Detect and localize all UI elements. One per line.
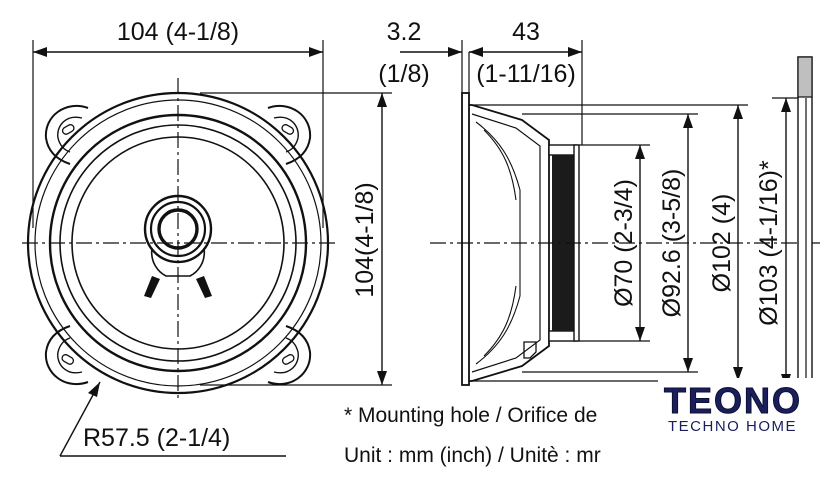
magnet-body <box>552 155 574 331</box>
depth-dimension: 43 (1-11/16) <box>469 18 583 145</box>
depth-dim-inch-label: (1-11/16) <box>476 60 576 88</box>
cone-dia-label: Ø102 (4) <box>708 194 736 293</box>
front-view <box>22 78 336 402</box>
mounting-flange <box>461 92 470 386</box>
unit-note: Unit : mm (inch) / Unitè : mr <box>344 444 601 467</box>
ear-slots <box>61 124 295 365</box>
frame-diameter-dimension: Ø92.6 (3-5/8) <box>522 113 698 373</box>
mounting-ear-top-left <box>44 105 89 165</box>
mounting-panel <box>797 56 813 390</box>
front-width-dimension: 104 (4-1/8) <box>32 18 324 228</box>
tweeter-foot-left <box>144 276 160 298</box>
magnet-diameter-dimension: Ø70 (2-3/4) <box>579 144 650 342</box>
basket-outline <box>469 104 550 382</box>
logo-tagline: TECHNO HOME <box>668 418 797 435</box>
front-height-dimension: 104(4-1/8) <box>200 92 392 386</box>
magnet-plate-bottom <box>548 330 578 342</box>
depth-dim-label: 43 <box>512 18 540 46</box>
mounting-ear-top-right <box>267 105 312 165</box>
flange-dim-inch-label: (1/8) <box>378 60 429 88</box>
side-view <box>430 92 820 386</box>
logo-brand-text: TEONO <box>663 380 803 422</box>
radius-label: R57.5 (2-1/4) <box>83 424 230 452</box>
mount-diameter-dimension: Ø103 (4-1/16)* <box>755 97 798 389</box>
teono-logo: TEONO TECHNO HOME <box>658 378 840 440</box>
frame-dia-label: Ø92.6 (3-5/8) <box>658 169 686 318</box>
magnet-dia-label: Ø70 (2-3/4) <box>610 179 638 307</box>
flange-dimension: 3.2 (1/8) <box>378 18 470 93</box>
terminal-lug <box>523 341 537 359</box>
radius-dimension: R57.5 (2-1/4) <box>59 381 286 457</box>
flange-dim-label: 3.2 <box>387 18 422 46</box>
front-width-label: 104 (4-1/8) <box>117 18 239 46</box>
tweeter-foot-right <box>196 276 212 298</box>
mounting-hole-note: * Mounting hole / Orifice de <box>344 404 597 427</box>
cone-diameter-dimension: Ø102 (4) <box>469 104 748 382</box>
magnet-plate-top <box>548 144 578 156</box>
front-height-label: 104(4-1/8) <box>351 182 379 297</box>
cone-profile <box>475 121 521 365</box>
mount-dia-label: Ø103 (4-1/16)* <box>755 160 783 326</box>
